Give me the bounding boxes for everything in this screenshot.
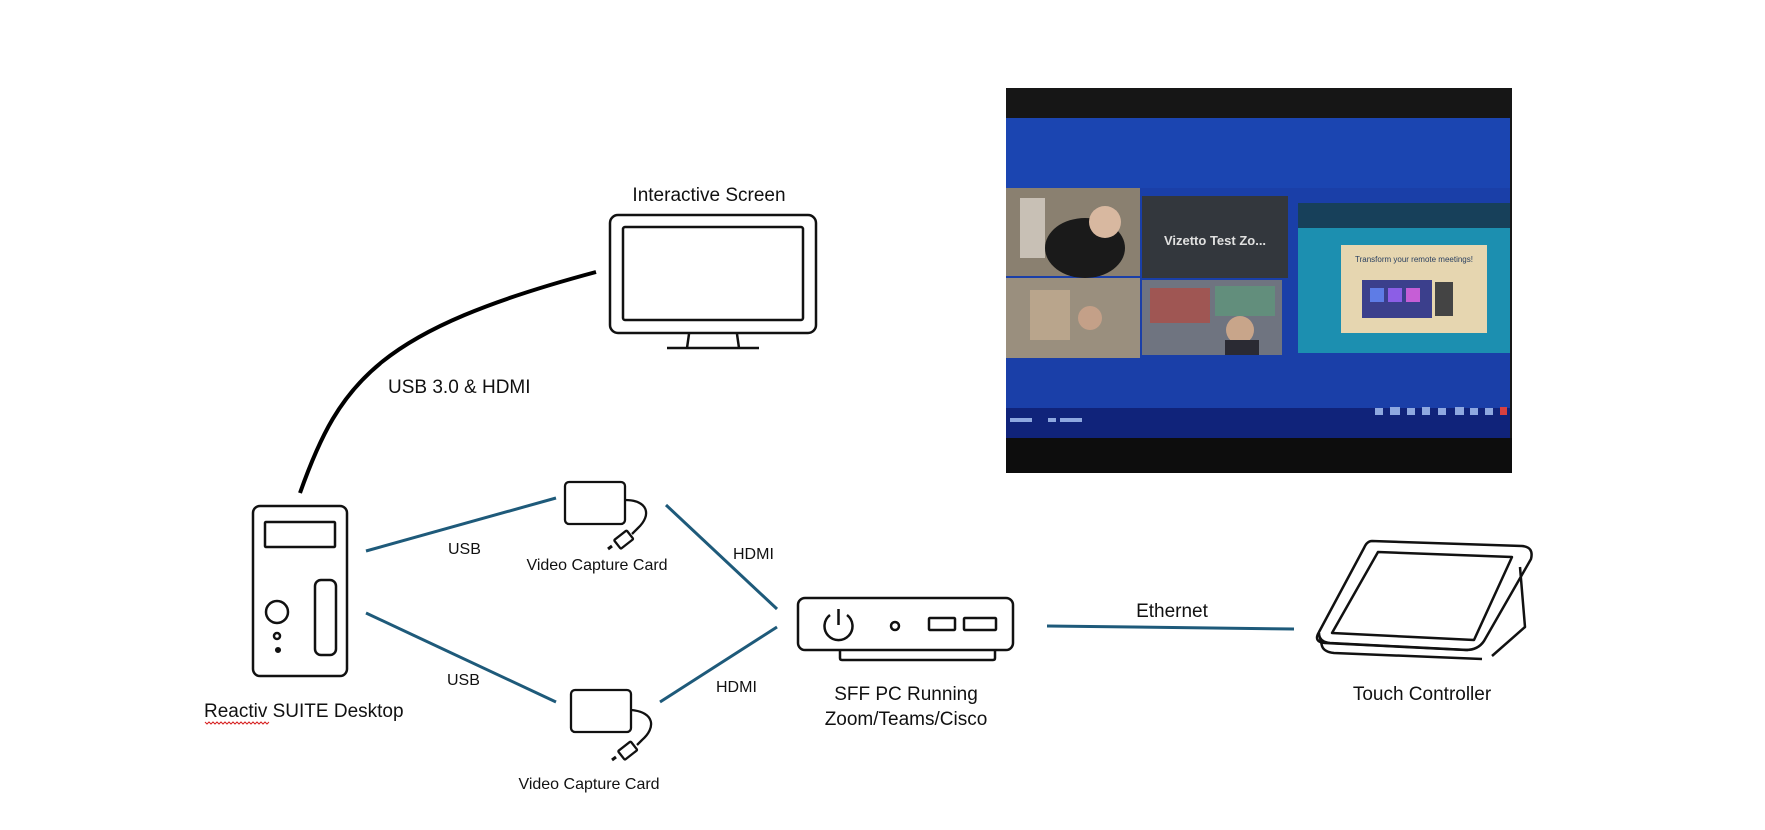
video-tile — [1142, 196, 1288, 278]
sff-pc-label-line1: SFF PC Running — [834, 684, 978, 705]
edge-label-hdmi-top: HDMI — [733, 546, 774, 563]
desktop-tower-icon — [251, 504, 349, 678]
tablet-controller-icon — [1315, 539, 1533, 661]
meeting-tile-name: Vizetto Test Zo... — [1164, 233, 1266, 248]
touch-controller-label: Touch Controller — [1353, 684, 1492, 705]
connections — [298, 270, 1295, 704]
cable-capture-top-pc — [664, 503, 779, 611]
edge-label-hdmi-bottom: HDMI — [716, 679, 757, 696]
cable-desktop-capture-bottom — [365, 611, 557, 704]
spellcheck-underline — [204, 721, 270, 725]
capture-card-icon — [563, 480, 648, 551]
edge-label-usb-bottom: USB — [447, 672, 480, 689]
capture-card-icon — [569, 688, 653, 762]
mini-pc-icon — [796, 596, 1015, 662]
edge-label-ethernet: Ethernet — [1136, 601, 1209, 622]
cable-capture-bottom-pc — [659, 625, 778, 704]
cable-desktop-capture-top — [365, 496, 557, 553]
edge-label-usb-top: USB — [448, 541, 481, 558]
video-tile — [1006, 278, 1140, 358]
cable-desktop-screen — [298, 270, 597, 494]
power-icon — [823, 609, 854, 642]
capture-top-label: Video Capture Card — [526, 557, 667, 574]
cable-pc-touch — [1046, 624, 1295, 631]
monitor-icon — [608, 213, 818, 350]
meeting-toolbar — [1010, 407, 1507, 422]
capture-bottom-label: Video Capture Card — [518, 776, 659, 793]
shared-banner: Transform your remote meetings! — [1355, 255, 1473, 264]
desktop-label: Reactiv SUITE Desktop — [204, 701, 404, 722]
meeting-photo: Vizetto Test Zo... Transform your remote… — [1006, 88, 1512, 473]
desktop-label-rest: SUITE Desktop — [267, 701, 403, 722]
labels: Interactive Screen USB 3.0 & HDMI Reacti… — [204, 185, 1492, 793]
edge-label-usb-hdmi: USB 3.0 & HDMI — [388, 377, 531, 398]
desktop-label-brand: Reactiv — [204, 701, 268, 722]
screen-label: Interactive Screen — [632, 185, 785, 206]
sff-pc-label-line2: Zoom/Teams/Cisco — [825, 709, 988, 730]
